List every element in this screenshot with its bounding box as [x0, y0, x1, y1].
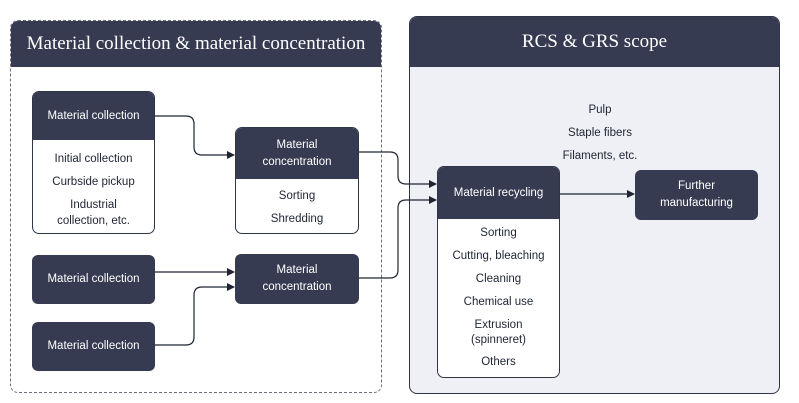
collection-item: Industrial: [70, 199, 117, 211]
concentration-2-line1: Material: [276, 264, 318, 277]
output-pulp: Pulp: [588, 104, 612, 116]
recycling-item: Extrusion: [474, 319, 523, 331]
collection-item: Initial collection: [54, 153, 133, 165]
concentration-title-line2: concentration: [262, 155, 332, 168]
material-concentration-box-2: Material concentration: [235, 254, 359, 304]
arrow-concentration2-to-recycling: [359, 196, 437, 279]
concentration-item: Shredding: [270, 213, 324, 225]
left-panel-title: Material collection & material concentra…: [11, 21, 381, 67]
recycling-item: Cleaning: [475, 273, 522, 285]
arrow-concentration-to-recycling: [359, 151, 437, 188]
material-collection-box-2: Material collection: [32, 255, 155, 304]
arrow-collection-to-concentration: [155, 115, 235, 159]
further-manufacturing-box: Further manufacturing: [635, 170, 758, 220]
right-panel-title: RCS & GRS scope: [410, 17, 779, 67]
recycling-item: Sorting: [480, 227, 517, 239]
material-concentration-card: Material concentration Sorting Shredding: [235, 127, 359, 234]
material-collection-card-title: Material collection: [33, 92, 154, 140]
material-recycling-card-title: Material recycling: [438, 167, 559, 219]
material-collection-card: Material collection Initial collection C…: [32, 91, 155, 234]
concentration-title-line1: Material: [276, 138, 318, 151]
recycling-item: Chemical use: [463, 296, 534, 308]
collection-item: Curbside pickup: [52, 176, 135, 188]
collection-item: collection, etc.: [57, 215, 130, 227]
arrow-collection3-to-concentration2: [155, 283, 235, 346]
concentration-2-line2: concentration: [262, 281, 332, 293]
concentration-item: Sorting: [278, 190, 316, 202]
further-line1: Further: [677, 180, 716, 193]
recycling-item: (spinneret): [471, 334, 526, 346]
material-collection-box-3: Material collection: [32, 322, 155, 371]
further-line2: manufacturing: [660, 197, 733, 209]
recycling-item: Others: [481, 356, 516, 368]
material-recycling-card: Material recycling Sorting Cutting, blea…: [437, 166, 560, 378]
material-concentration-card-title: Material concentration: [236, 128, 358, 179]
recycling-item: Cutting, bleaching: [452, 250, 545, 262]
output-staple-fibers: Staple fibers: [568, 127, 632, 139]
output-filaments: Filaments, etc.: [562, 150, 638, 162]
